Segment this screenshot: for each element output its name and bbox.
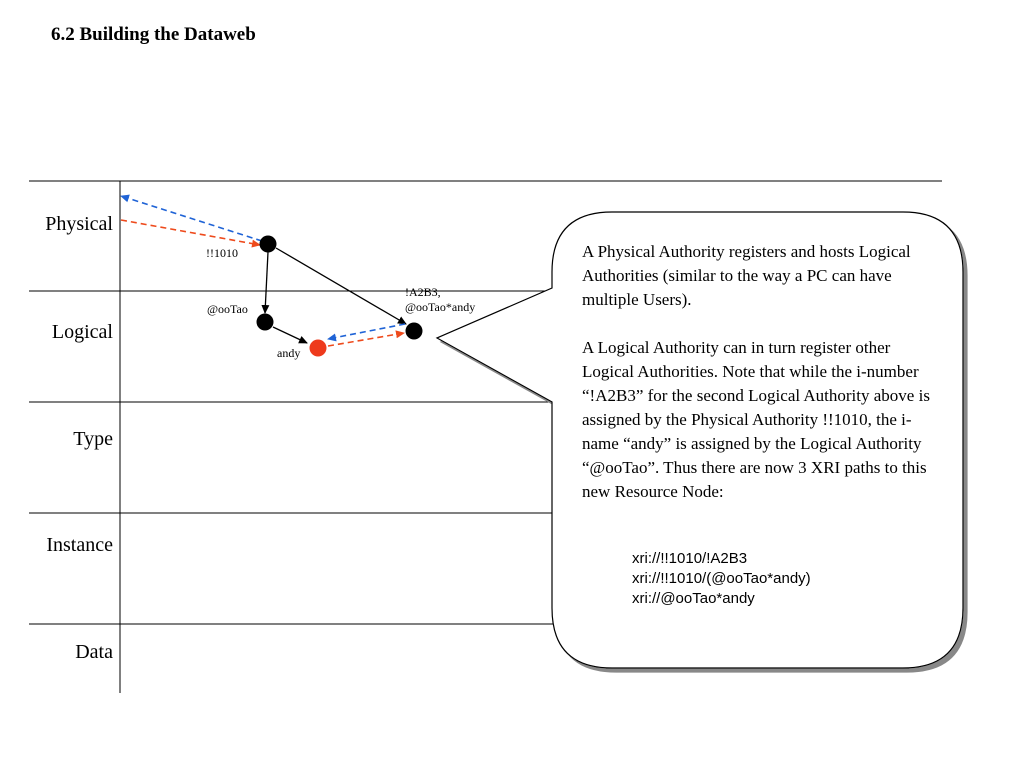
red-dashed-arrow-logical bbox=[327, 330, 405, 347]
node-label-logical-a2b3: !A2B3, @ooTao*andy bbox=[405, 285, 475, 315]
node-label-a2b3-line-2: @ooTao*andy bbox=[405, 300, 476, 314]
node-physical-authority bbox=[259, 235, 277, 253]
red-dashed-arrow-physical bbox=[120, 219, 261, 248]
node-label-resource-andy: andy bbox=[277, 346, 301, 360]
slide-title: 6.2 Building the Dataweb bbox=[51, 24, 256, 45]
callout-paragraph-1: A Physical Authority registers and hosts… bbox=[582, 242, 911, 309]
callout-paragraph-2: A Logical Authority can in turn register… bbox=[582, 338, 930, 501]
layer-label-instance: Instance bbox=[46, 534, 113, 556]
layer-label-data: Data bbox=[75, 641, 113, 663]
node-label-a2b3-line-1: !A2B3, bbox=[405, 285, 441, 299]
blue-dashed-arrow-logical bbox=[327, 323, 406, 342]
node-logical-a2b3 bbox=[405, 322, 423, 340]
callout-bubble bbox=[435, 211, 964, 669]
arrow-1010-to-a2b3 bbox=[275, 247, 407, 325]
layer-label-type: Type bbox=[73, 428, 113, 450]
node-label-physical-authority: !!1010 bbox=[206, 246, 238, 260]
layer-label-logical: Logical bbox=[51, 321, 113, 343]
xri-path-2: xri://!!1010/(@ooTao*andy) bbox=[632, 570, 811, 587]
xri-path-1: xri://!!1010/!A2B3 bbox=[632, 550, 748, 567]
node-label-logical-ootao: @ooTao bbox=[207, 302, 248, 316]
callout-text: A Physical Authority registers and hosts… bbox=[582, 240, 942, 504]
node-logical-ootao bbox=[256, 313, 274, 331]
arrow-ootao-to-andy bbox=[272, 326, 308, 344]
xri-path-list: xri://!!1010/!A2B3 xri://!!1010/(@ooTao*… bbox=[632, 549, 811, 609]
node-resource-andy bbox=[309, 339, 327, 357]
arrow-1010-to-ootao bbox=[261, 251, 270, 314]
layer-label-physical: Physical bbox=[45, 213, 113, 235]
blue-dashed-arrow-physical bbox=[120, 194, 263, 242]
xri-path-3: xri://@ooTao*andy bbox=[632, 590, 755, 607]
